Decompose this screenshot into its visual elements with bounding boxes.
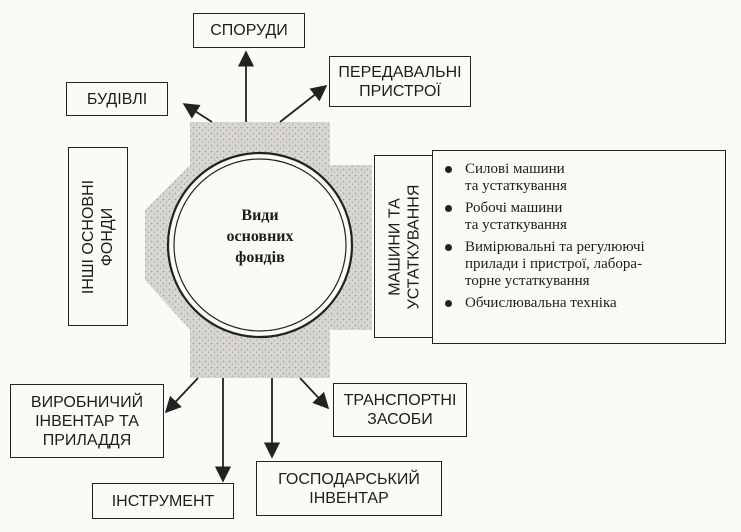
list-item: Робочі машини та устаткування [443,200,717,234]
node-vyrobnychyi-label-1: ВИРОБНИЧИЙ [30,393,144,411]
center-label-line-1: Види [241,207,279,224]
center-circle-outer [166,151,354,339]
list-item-line: Робочі машини [465,200,563,216]
node-peredavalni: ПЕРЕДАВАЛЬНІ ПРИСТРОЇ [329,56,471,107]
list-item: Силові машини та устаткування [443,161,717,195]
center-circle-inner [173,158,347,332]
list-item-line: Силові машини [465,161,565,177]
center-label: Види основних фондів [210,205,310,268]
node-instrument: ІНСТРУМЕНТ [92,483,234,519]
node-transportni-label-2: ЗАСОБИ [367,411,433,428]
list-item: Обчислювальна техніка [443,295,717,312]
list-item: Вимірювальні та регулюючі прилади і прис… [443,239,717,290]
bullet-icon [445,166,452,173]
center-label-line-3: фондів [235,249,285,266]
node-inshi: ІНШІ ОСНОВНІ ФОНДИ [68,147,128,326]
node-instrument-label: ІНСТРУМЕНТ [111,492,215,510]
node-budivli-label: БУДІВЛІ [86,90,148,108]
arrow-to-budivli [182,103,213,123]
machine-types-list: Силові машини та устаткування Робочі маш… [432,150,726,344]
list-item-line: та устаткування [465,217,567,233]
node-mashyny: МАШИНИ ТА УСТАТКУВАННЯ [374,155,434,338]
list-item-line: прилади і пристрої, лабора- [465,256,643,272]
list-item-line: Обчислювальна техніка [465,295,617,311]
bullet-icon [445,244,452,251]
list-item-line: торне устаткування [465,273,590,289]
node-transportni: ТРАНСПОРТНІ ЗАСОБИ [333,383,467,437]
node-vyrobnychyi-label-2: ІНВЕНТАР ТА [35,412,139,430]
node-peredavalni-label-1: ПЕРЕДАВАЛЬНІ [338,63,462,81]
bullet-icon [445,300,452,307]
node-hospodarskyi-label-2: ІНВЕНТАР [309,489,389,507]
node-mashyny-label-1: МАШИНИ ТА [386,197,404,296]
center-label-line-2: основних [226,228,294,245]
arrow-to-vyrobnychyi [164,377,199,414]
node-hospodarskyi-label-1: ГОСПОДАРСЬКИЙ [278,470,420,488]
node-sporudy-label: СПОРУДИ [210,22,288,39]
node-vyrobnychyi: ВИРОБНИЧИЙ ІНВЕНТАР ТА ПРИЛАДДЯ [10,384,164,458]
bullet-icon [445,205,452,212]
node-budivli: БУДІВЛІ [66,82,168,116]
node-transportni-label-1: ТРАНСПОРТНІ [343,392,457,409]
node-peredavalni-label-2: ПРИСТРОЇ [359,82,441,100]
node-mashyny-label-2: УСТАТКУВАННЯ [405,184,423,309]
node-hospodarskyi: ГОСПОДАРСЬКИЙ ІНВЕНТАР [256,461,442,516]
node-inshi-label-2: ФОНДИ [99,207,117,266]
node-vyrobnychyi-label-3: ПРИЛАДДЯ [42,431,132,449]
list-item-line: та устаткування [465,178,567,194]
arrow-to-transportni [299,377,330,410]
arrow-to-peredavalni [279,85,328,123]
list-item-line: Вимірювальні та регулюючі [465,239,645,255]
node-inshi-label-1: ІНШІ ОСНОВНІ [80,179,98,294]
node-sporudy: СПОРУДИ [193,13,305,48]
